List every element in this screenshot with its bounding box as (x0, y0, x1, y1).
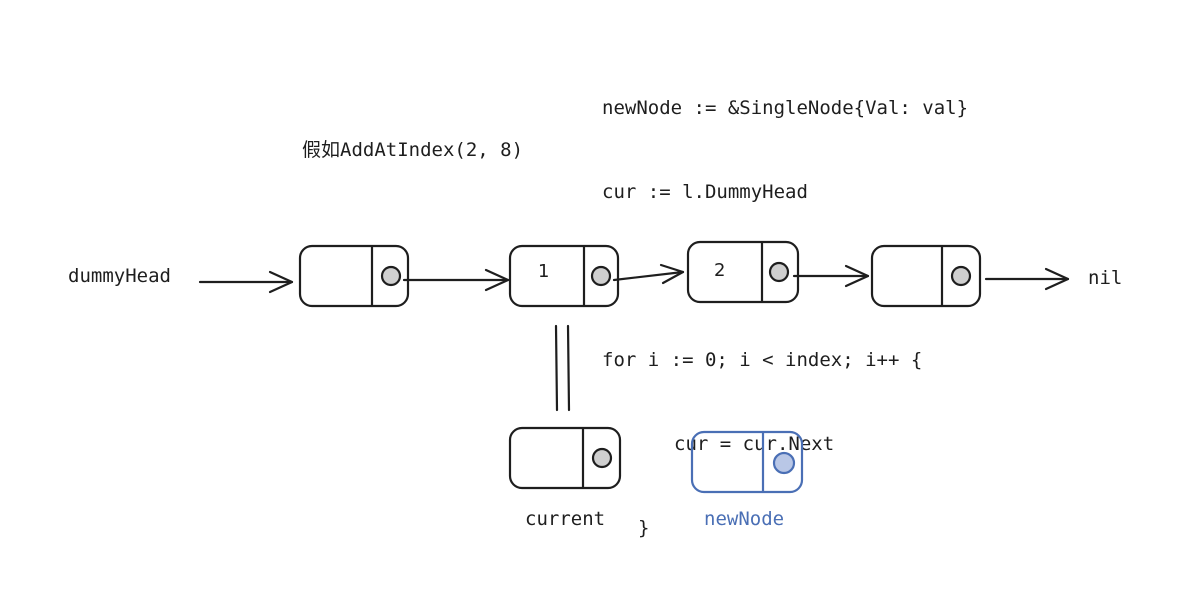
arrow-dummyhead-to-node0 (198, 270, 294, 294)
equality-marker (554, 324, 571, 412)
dummy-head-label: dummyHead (68, 265, 171, 287)
list-node-2 (686, 240, 800, 304)
list-node-1 (508, 244, 620, 308)
example-call-label: 假如AddAtIndex(2, 8) (302, 139, 524, 161)
code-line: newNode := &SingleNode{Val: val} (602, 97, 969, 119)
current-label: current (525, 508, 606, 530)
code-line: } (638, 517, 650, 539)
code-line: for i := 0; i < index; i++ { (602, 349, 923, 371)
code-line: cur := l.DummyHead (602, 181, 808, 203)
nil-label: nil (1088, 267, 1123, 289)
new-node-label: newNode (704, 508, 785, 530)
code-block: newNode := &SingleNode{Val: val} cur := … (602, 38, 968, 570)
node-value: 1 (538, 261, 549, 282)
node-value: 2 (714, 260, 725, 281)
arrow-node2-to-node3 (792, 264, 870, 288)
arrow-node3-to-nil (984, 267, 1070, 291)
current-node (508, 426, 622, 490)
arrow-node1-to-node2 (612, 263, 685, 285)
arrow-node0-to-node1 (402, 268, 510, 292)
list-node-dummy (298, 244, 410, 308)
list-node-3 (870, 244, 982, 308)
new-node (690, 430, 804, 494)
